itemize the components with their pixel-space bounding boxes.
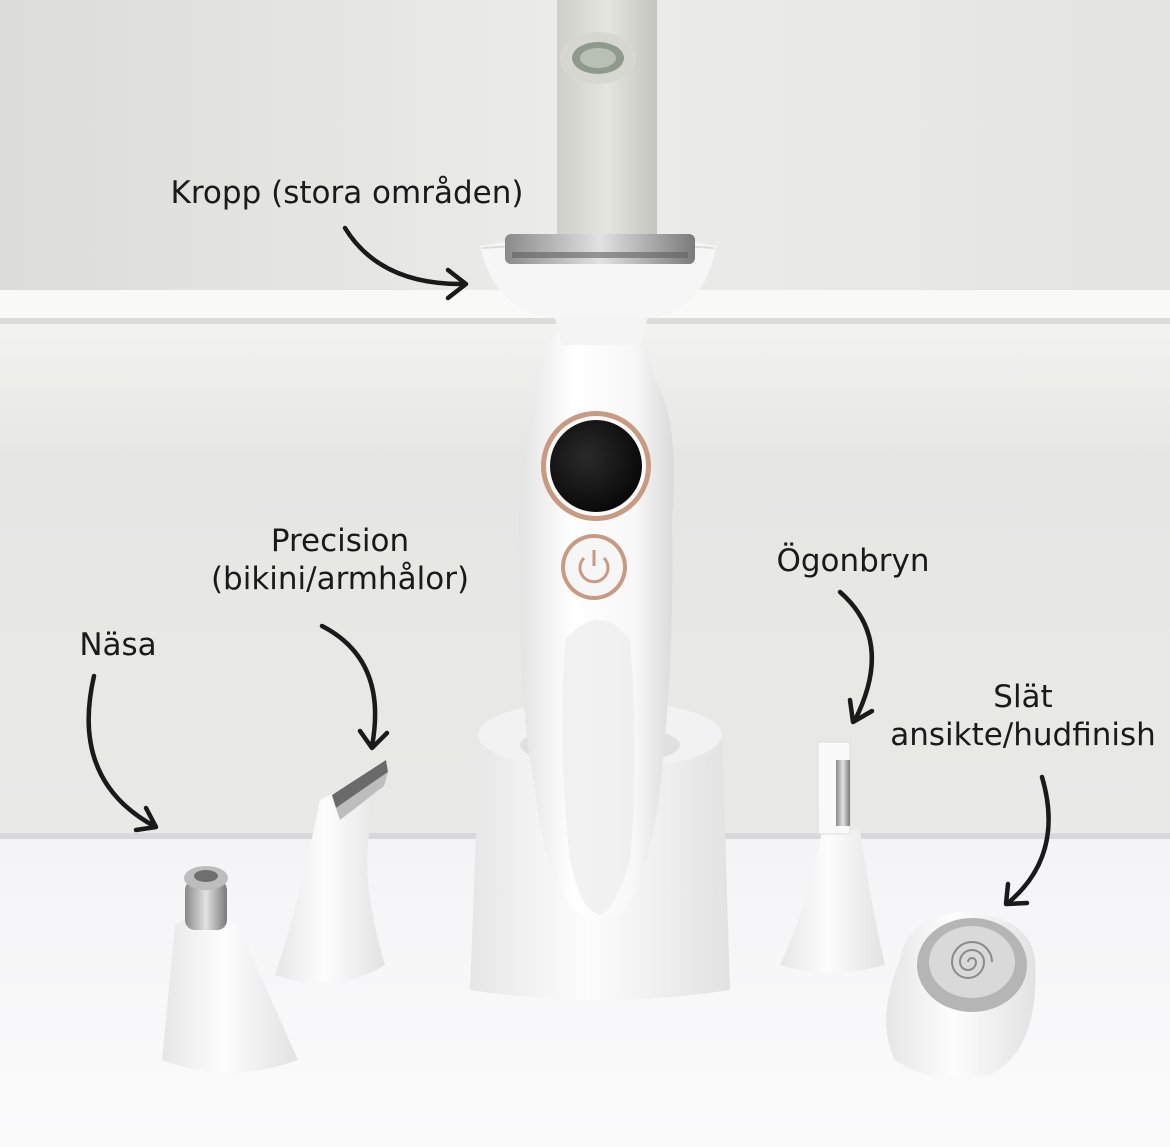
label-body: Kropp (stora områden) [140,174,554,212]
label-smooth-line2: ansikte/hudfinish [890,717,1156,753]
label-precision-line1: Precision [270,523,410,559]
label-smooth-line1: Slät [993,679,1053,715]
power-icon [561,534,627,600]
label-eyebrows-text: Ögonbryn [776,543,930,579]
label-smooth: Slät ansikte/hudfinish [876,678,1170,754]
eyebrow-attachment [780,741,885,973]
shaver-body [519,310,674,918]
shaver-display [541,411,651,521]
label-body-text: Kropp (stora områden) [170,175,524,211]
label-nose-text: Näsa [79,627,157,663]
label-eyebrows: Ögonbryn [758,542,948,580]
label-precision-line2: (bikini/armhålor) [210,561,470,597]
label-nose: Näsa [60,626,176,664]
shaver-head [480,234,716,318]
label-precision: Precision (bikini/armhålor) [190,522,490,598]
precision-attachment [275,760,388,983]
facial-smoothing-attachment [886,912,1036,1078]
nose-trimmer-attachment [162,866,298,1073]
faucet [557,0,657,260]
